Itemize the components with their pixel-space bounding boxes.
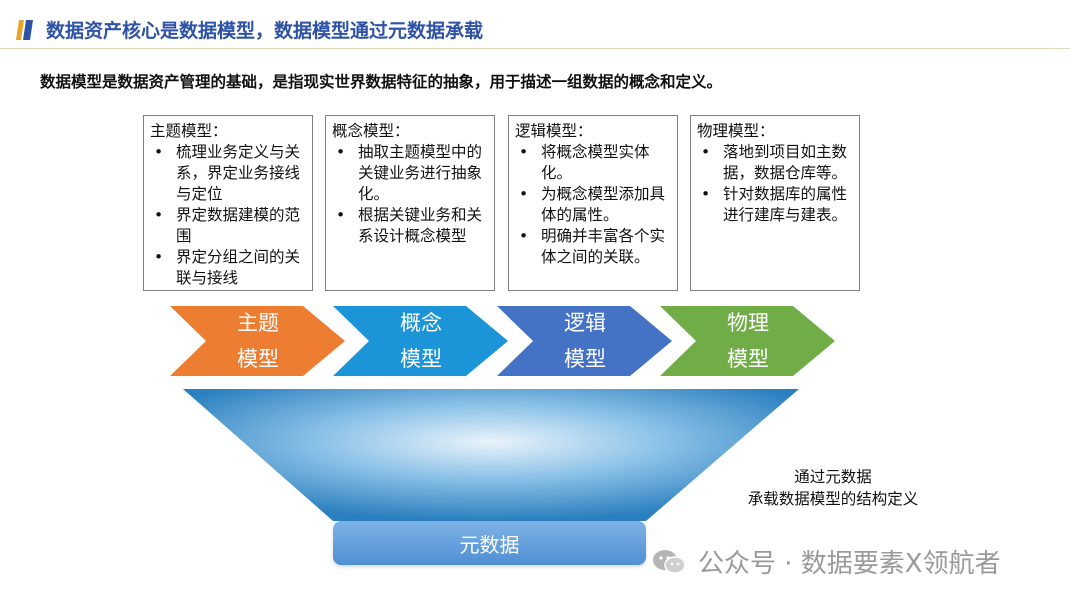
bullet-text: 落地到项目如主数据，数据仓库等。: [723, 143, 848, 182]
chevron-label: 模型: [400, 347, 442, 371]
physical-model-box: 物理模型： • 落地到项目如主数据，数据仓库等。 • 针对数据库的属性进行建库与建表…: [690, 115, 860, 291]
logic-model-box: 逻辑模型： • 将概念模型实体化。 • 为概念模型添加具体的属性。 • 明确并丰富各个…: [508, 115, 678, 291]
chevron-label: 模型: [237, 347, 279, 371]
chevron-label: 概念: [400, 311, 442, 335]
bullet-dot: •: [519, 185, 529, 203]
chevron-label: 逻辑: [564, 311, 606, 335]
theme-model-box: 主题模型： • 梳理业务定义与关系，界定业务接线与定位 • 界定数据建模的范围 • 界…: [143, 115, 313, 291]
bullet-dot: •: [519, 227, 529, 245]
bullet-dot: •: [701, 143, 711, 161]
box-heading: 物理模型：: [697, 122, 775, 140]
box-bullet: • 明确并丰富各个实体之间的关联。: [515, 226, 671, 268]
chevron-label: 模型: [564, 347, 606, 371]
chevron-concept-model: [333, 306, 508, 376]
bullet-text: 界定数据建模的范围: [176, 206, 301, 245]
concept-model-box: 概念模型： • 抽取主题模型中的关键业务进行抽象化。 • 根据关键业务和关系设计概念…: [325, 115, 495, 291]
logo-icon: [16, 20, 33, 40]
page-title: 数据资产核心是数据模型，数据模型通过元数据承载: [46, 20, 484, 42]
metadata-block: 元数据: [333, 521, 646, 565]
bullet-dot: •: [336, 143, 346, 161]
box-bullet: • 为概念模型添加具体的属性。: [515, 184, 671, 226]
bullet-text: 界定分组之间的关联与接线: [176, 248, 301, 287]
bullet-dot: •: [154, 206, 164, 224]
wechat-icon: [653, 549, 686, 574]
note-line: 通过元数据: [794, 468, 872, 486]
bullet-dot: •: [154, 248, 164, 266]
bullet-text: 为概念模型添加具体的属性。: [541, 185, 666, 224]
box-bullet: • 将概念模型实体化。: [515, 142, 671, 184]
title-divider: [0, 48, 1070, 49]
subtitle: 数据模型是数据资产管理的基础，是指现实世界数据特征的抽象，用于描述一组数据的概念…: [40, 73, 723, 91]
box-bullet: • 抽取主题模型中的关键业务进行抽象化。: [332, 142, 488, 205]
bullet-dot: •: [336, 206, 346, 224]
bullet-text: 梳理业务定义与关系，界定业务接线与定位: [176, 143, 301, 203]
box-bullet: • 界定数据建模的范围: [150, 205, 306, 247]
metadata-note: 通过元数据 承载数据模型的结构定义: [718, 466, 948, 510]
watermark-text: 公众号 · 数据要素X领航者: [698, 549, 1001, 579]
box-bullet: • 界定分组之间的关联与接线: [150, 247, 306, 289]
bullet-text: 将概念模型实体化。: [541, 143, 650, 182]
box-bullet: • 根据关键业务和关系设计概念模型: [332, 205, 488, 247]
chevron-logic-model: [497, 306, 672, 376]
chevron-theme-model: [170, 306, 345, 376]
bullet-dot: •: [701, 185, 711, 203]
bullet-text: 根据关键业务和关系设计概念模型: [358, 206, 483, 245]
chevron-label: 模型: [727, 347, 769, 371]
box-bullet: • 落地到项目如主数据，数据仓库等。: [697, 142, 853, 184]
chevron-label: 主题: [237, 311, 279, 335]
bullet-dot: •: [154, 143, 164, 161]
bullet-text: 明确并丰富各个实体之间的关联。: [541, 227, 666, 266]
bullet-text: 抽取主题模型中的关键业务进行抽象化。: [358, 143, 483, 203]
funnel-shape: [183, 389, 799, 521]
chevron-label: 物理: [727, 311, 769, 335]
box-heading: 概念模型：: [332, 122, 410, 140]
note-line: 承载数据模型的结构定义: [747, 490, 919, 508]
watermark: 公众号 · 数据要素X领航者: [652, 543, 1001, 580]
box-heading: 主题模型：: [150, 122, 228, 140]
chevron-physical-model: [660, 306, 835, 376]
box-bullet: • 梳理业务定义与关系，界定业务接线与定位: [150, 142, 306, 205]
box-heading: 逻辑模型：: [515, 122, 593, 140]
box-bullet: • 针对数据库的属性进行建库与建表。: [697, 184, 853, 226]
bullet-text: 针对数据库的属性进行建库与建表。: [723, 185, 848, 224]
bullet-dot: •: [519, 143, 529, 161]
